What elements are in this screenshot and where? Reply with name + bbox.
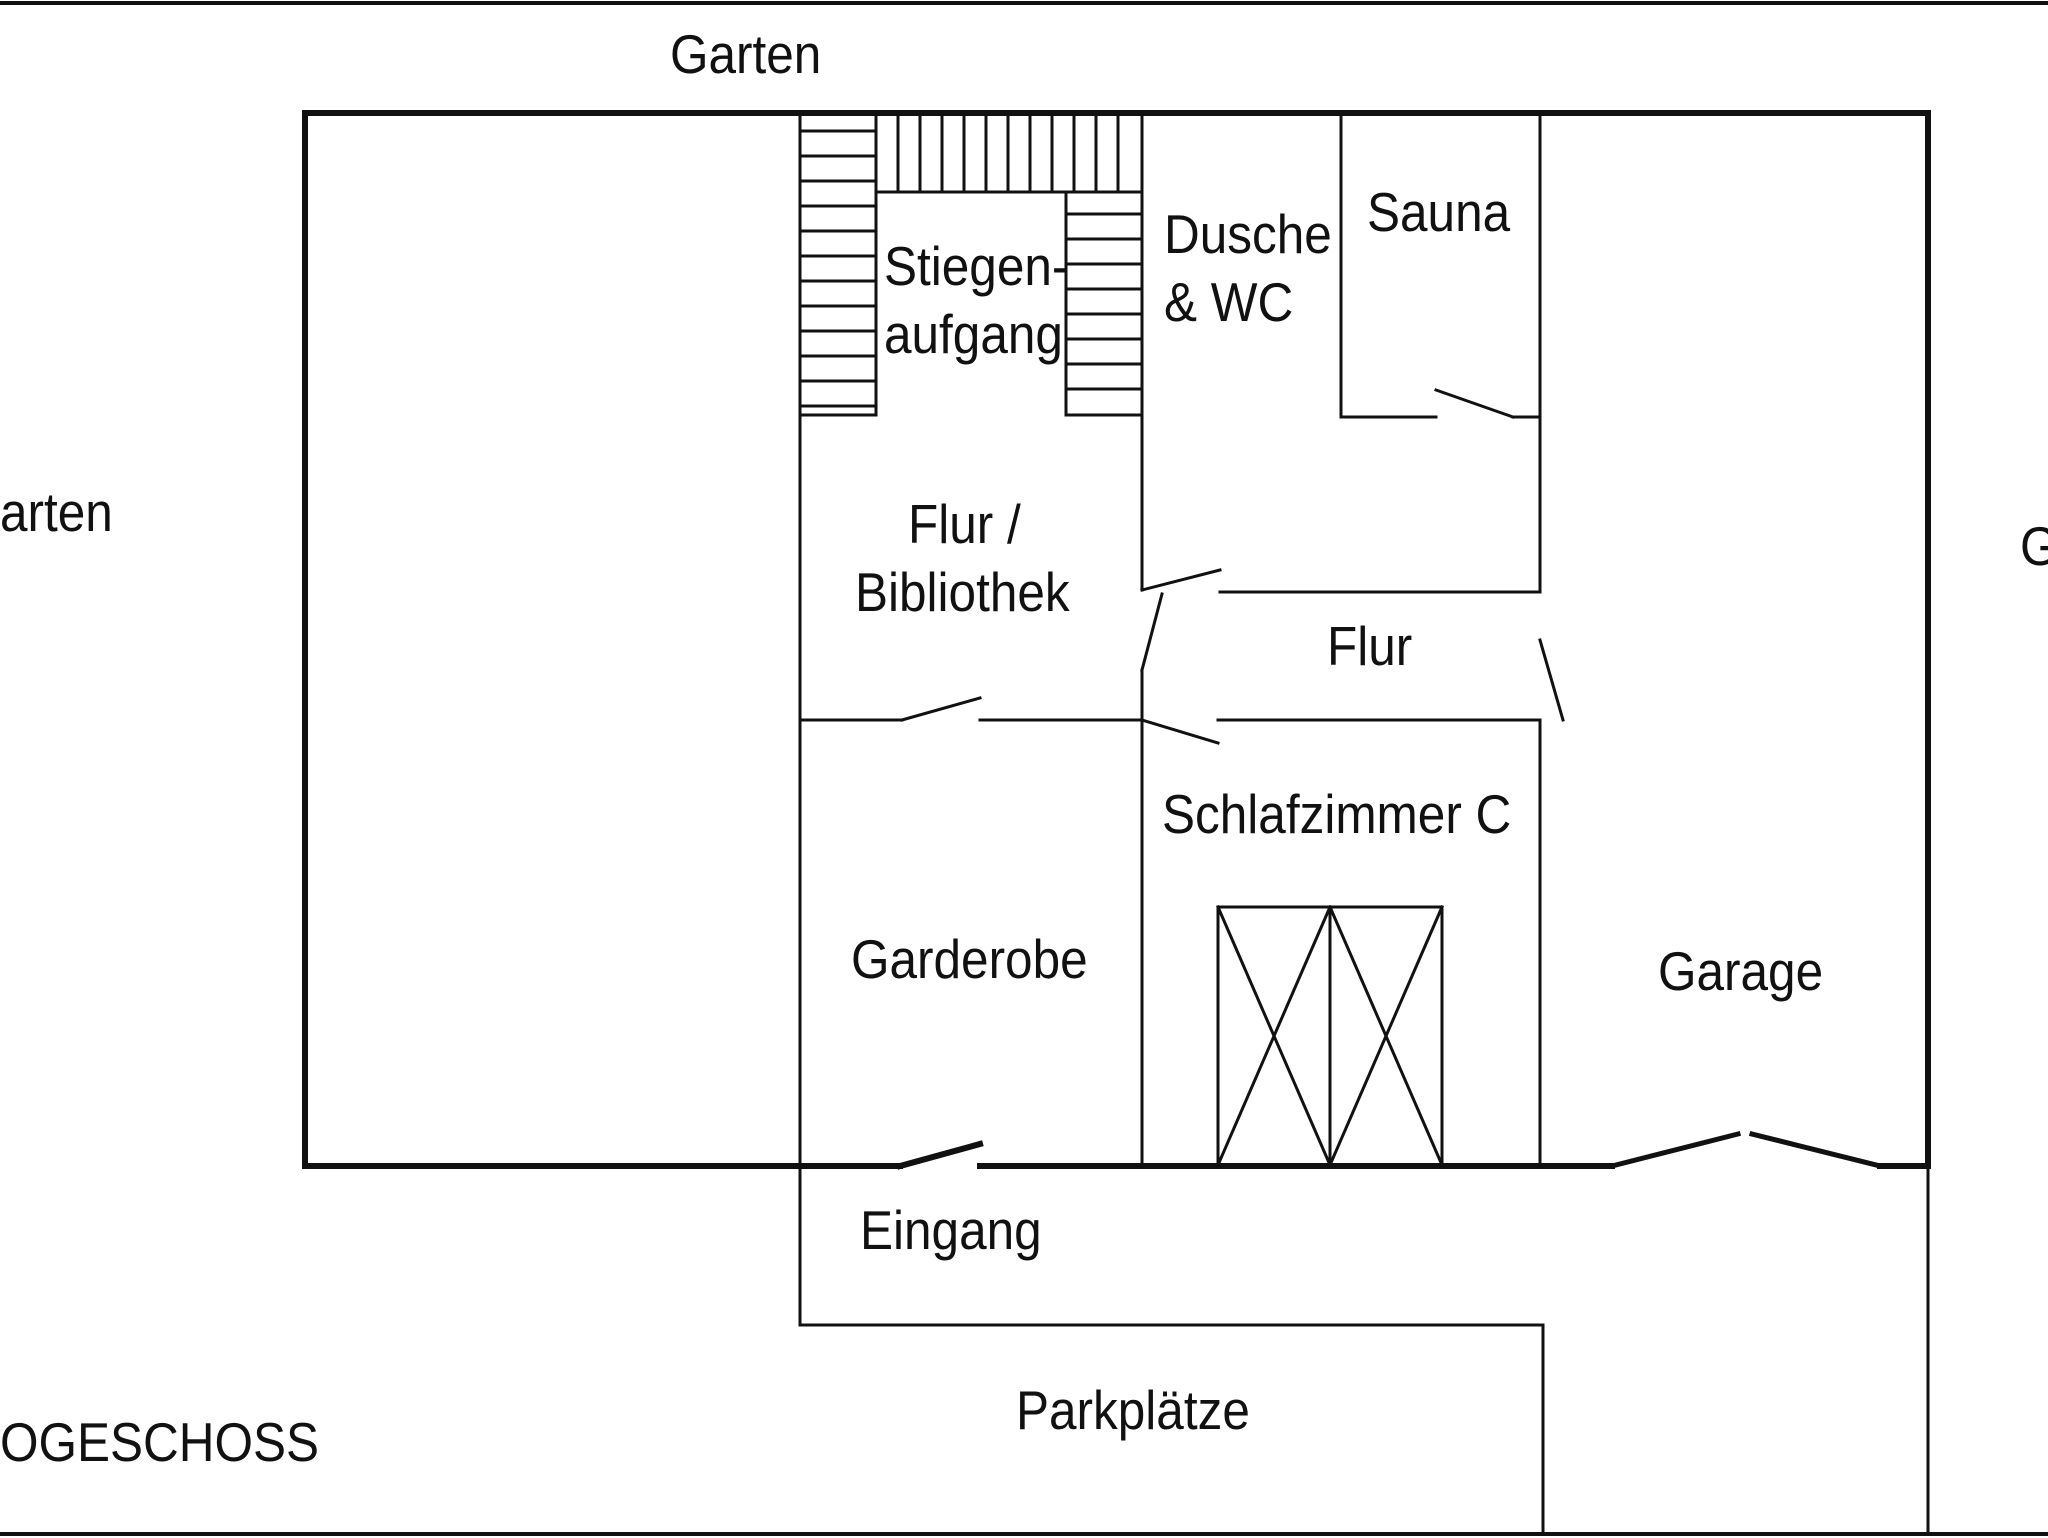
label-garten-right: G (2020, 512, 2048, 580)
label-sauna: Sauna (1367, 181, 1511, 243)
outer-walls (302, 110, 1931, 1169)
label-flur-bibliothek-line1: Flur / (908, 493, 1021, 555)
interior-walls (798, 111, 1542, 1168)
label-dusche-line2: & WC (1164, 271, 1294, 333)
label-flur: Flur (1327, 615, 1413, 677)
label-garderobe: Garderobe (851, 928, 1088, 990)
label-garten-left: arten (0, 481, 113, 543)
label-schlafzimmer-c: Schlafzimmer C (1162, 783, 1512, 845)
site-lines (798, 1164, 1930, 1536)
label-stiegen-line2: aufgang (884, 303, 1063, 365)
label-garage: Garage (1658, 940, 1824, 1002)
label-stiegen-line1: Stiegen- (884, 235, 1069, 297)
door-swings (900, 388, 1565, 745)
label-eingang: Eingang (860, 1199, 1042, 1261)
label-parkplaetze: Parkplätze (1016, 1379, 1250, 1441)
garage-door (1608, 1130, 1884, 1170)
staircase (798, 111, 1144, 417)
wardrobe (1216, 905, 1444, 1167)
label-dusche-line1: Dusche (1164, 203, 1332, 265)
label-flur-bibliothek-line2: Bibliothek (855, 561, 1070, 623)
entrance-door (896, 1140, 984, 1170)
label-garten-top: Garten (670, 23, 822, 85)
label-geschoss: OGESCHOSS (0, 1411, 320, 1473)
